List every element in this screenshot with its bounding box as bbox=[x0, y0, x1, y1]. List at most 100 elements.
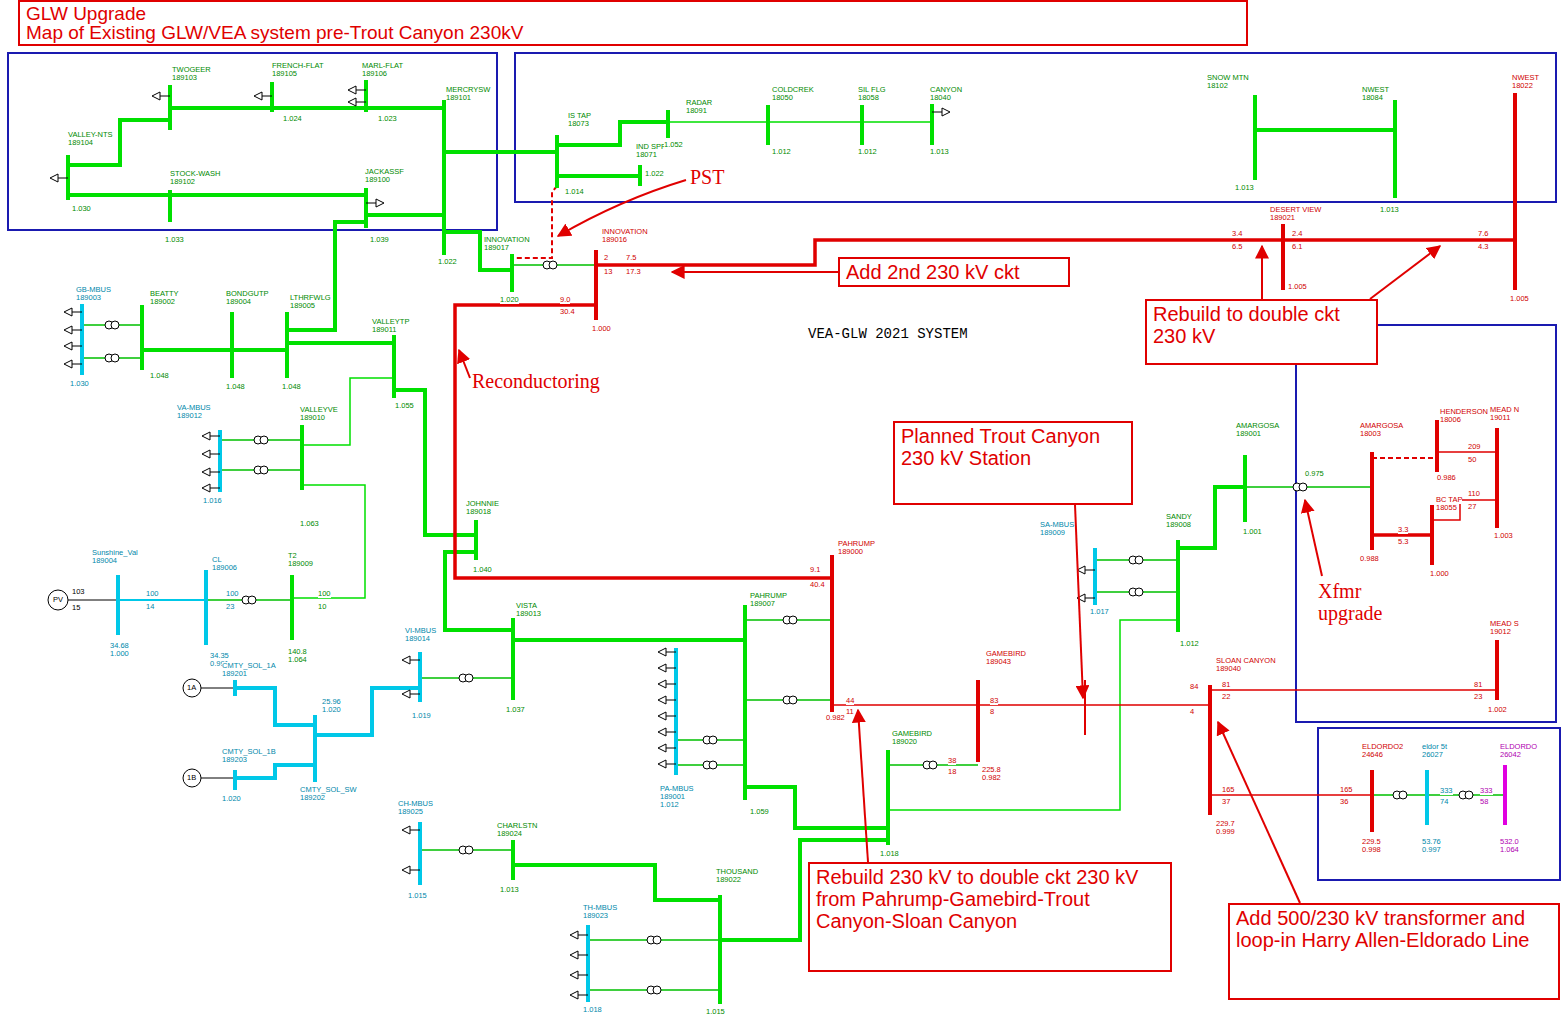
bus-name: LTHRFWLG bbox=[290, 294, 331, 302]
bus-number: 189003 bbox=[76, 294, 101, 302]
callout-arrow bbox=[1218, 722, 1300, 903]
load-symbol bbox=[570, 971, 588, 979]
bus-name: IS TAP bbox=[568, 112, 591, 120]
load-symbol bbox=[658, 760, 676, 768]
transformer-symbol bbox=[459, 674, 473, 682]
flow-value: 4 bbox=[1190, 708, 1194, 716]
bus-number: 189004 bbox=[226, 298, 251, 306]
bus-name: NWEST bbox=[1362, 86, 1389, 94]
voltage-value: 0.997 bbox=[1422, 846, 1441, 854]
voltage-value: 140.8 bbox=[288, 648, 307, 656]
bus-name: VALLEYVE bbox=[300, 406, 338, 414]
bus-number: 189000 bbox=[838, 548, 863, 556]
callout-text: Rebuild to double ckt 230 kV bbox=[1153, 303, 1370, 347]
flow-value: 100 bbox=[146, 590, 159, 598]
flow-value: 5.3 bbox=[1398, 538, 1408, 546]
bus-name: MERCRYSW bbox=[446, 86, 490, 94]
bus-name: VALLEY-NTS bbox=[68, 131, 113, 139]
flow-value: 18 bbox=[948, 768, 956, 776]
bus-name: ELDORDO2 bbox=[1362, 743, 1403, 751]
voltage-value: 532.0 bbox=[1500, 838, 1519, 846]
bus-number: 189021 bbox=[1270, 214, 1295, 222]
bus-name: CMTY_SOL_1A bbox=[222, 662, 276, 670]
transformer-symbol bbox=[647, 986, 661, 994]
bus-name: SIL FLG bbox=[858, 86, 886, 94]
load-symbol bbox=[202, 484, 220, 492]
flow-value: 4.3 bbox=[1478, 243, 1488, 251]
bus-bar bbox=[1503, 765, 1507, 825]
flow-value: 100 bbox=[226, 590, 239, 598]
bus-number: 18050 bbox=[772, 94, 793, 102]
bus-bar bbox=[82, 304, 1427, 1002]
callout-text: Add 500/230 kV transformer and loop-in H… bbox=[1236, 907, 1552, 951]
load-symbol bbox=[932, 108, 950, 116]
generator-symbol bbox=[183, 679, 201, 697]
transformer-symbol bbox=[1129, 588, 1143, 596]
callout-arrow bbox=[1075, 505, 1083, 698]
transformer-symbol bbox=[254, 466, 268, 474]
flow-value: 23 bbox=[226, 603, 234, 611]
generator-symbol bbox=[183, 769, 201, 787]
flow-value: 165 bbox=[1340, 786, 1353, 794]
voltage-value: 1.052 bbox=[664, 141, 683, 149]
callout-text: Planned Trout Canyon 230 kV Station bbox=[901, 425, 1125, 469]
bus-name: HENDERSON bbox=[1440, 408, 1488, 416]
flow-value: 40.4 bbox=[810, 581, 825, 589]
flow-value: 38 bbox=[948, 757, 956, 765]
load-symbol bbox=[402, 826, 420, 834]
load-symbol bbox=[570, 931, 588, 939]
bus-name: VALLEYTP bbox=[372, 318, 409, 326]
load-symbol bbox=[202, 468, 220, 476]
transformer-symbol bbox=[1459, 791, 1473, 799]
bus-name: SLOAN CANYON bbox=[1216, 657, 1276, 665]
bus-name: PAHRUMP bbox=[838, 540, 875, 548]
voltage-value: 1.005 bbox=[1510, 295, 1529, 303]
voltage-value: 1.020 bbox=[222, 795, 241, 803]
bus-name: JOHNNIE bbox=[466, 500, 499, 508]
callout-text: GLW Upgrade bbox=[26, 4, 1240, 23]
bus-name: VI-MBUS bbox=[405, 627, 436, 635]
transformer-symbol bbox=[647, 936, 661, 944]
callout-box: Rebuild to double ckt 230 kV bbox=[1145, 299, 1378, 365]
bus-number: 19011 bbox=[1490, 414, 1510, 422]
voltage-value: 1.048 bbox=[150, 372, 169, 380]
load-symbol bbox=[50, 174, 68, 182]
load-symbol bbox=[64, 326, 82, 334]
transformer-symbol bbox=[1393, 791, 1407, 799]
bus-name: VA-MBUS bbox=[177, 404, 211, 412]
load-symbol bbox=[658, 680, 676, 688]
bus-number: 189008 bbox=[1166, 521, 1191, 529]
load-symbol bbox=[658, 664, 676, 672]
load-symbol bbox=[658, 728, 676, 736]
voltage-value: 0.998 bbox=[1362, 846, 1381, 854]
bus-number: 189014 bbox=[405, 635, 430, 643]
flow-value: 30.4 bbox=[560, 308, 575, 316]
annotation-text: Reconductoring bbox=[472, 370, 600, 392]
voltage-value: 1.030 bbox=[72, 205, 91, 213]
callout-arrow bbox=[1370, 246, 1440, 299]
bus-name: eldor 5t bbox=[1422, 743, 1447, 751]
load-symbol bbox=[402, 690, 420, 698]
bus-name: PAHRUMP bbox=[750, 592, 787, 600]
voltage-value: 34.35 bbox=[210, 652, 229, 660]
flow-value: 37 bbox=[1222, 798, 1230, 806]
bus-name: T2 bbox=[288, 552, 297, 560]
flow-value: 165 bbox=[1222, 786, 1235, 794]
bus-number: 189005 bbox=[290, 302, 315, 310]
load-symbol bbox=[658, 744, 676, 752]
voltage-value: 1.059 bbox=[750, 808, 769, 816]
flow-value: 83 bbox=[990, 697, 998, 705]
flow-value: 2 bbox=[604, 254, 608, 262]
bus-bar bbox=[596, 93, 1515, 832]
voltage-value: 1.012 bbox=[660, 801, 679, 809]
flow-value: 103 bbox=[72, 588, 85, 596]
flow-value: 3.4 bbox=[1232, 230, 1242, 238]
bus-name: CMTY_SOL_1B bbox=[222, 748, 276, 756]
bus-number: 189009 bbox=[288, 560, 313, 568]
bus-number: 18022 bbox=[1512, 82, 1533, 90]
transformer-symbol bbox=[105, 354, 119, 362]
flow-value: 209 bbox=[1468, 443, 1481, 451]
callout-arrow bbox=[858, 710, 868, 862]
flow-value: 11 bbox=[846, 708, 854, 716]
line-open-dashed bbox=[512, 186, 1437, 458]
